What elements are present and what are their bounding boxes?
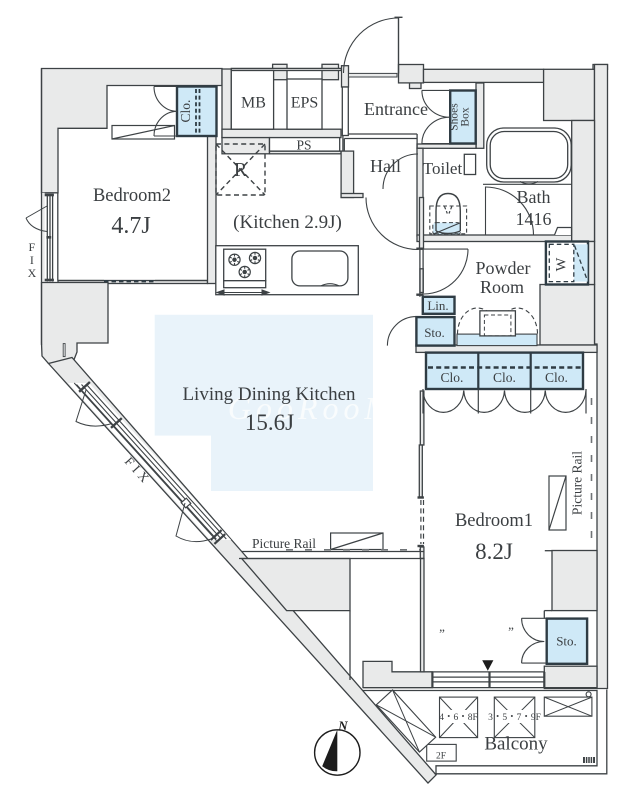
svg-text:R: R	[234, 159, 248, 181]
svg-text:GooRooM: GooRooM	[228, 390, 396, 426]
svg-text:”: ”	[508, 624, 514, 639]
svg-text:Clo.: Clo.	[441, 370, 464, 385]
svg-text:Bath: Bath	[517, 187, 551, 207]
svg-text:3・5・7・9F: 3・5・7・9F	[488, 713, 541, 723]
svg-text:X: X	[28, 266, 37, 280]
svg-text:Room: Room	[480, 277, 524, 297]
svg-text:Bedroom1: Bedroom1	[455, 511, 533, 531]
svg-text:Box: Box	[460, 107, 472, 126]
svg-text:Powder: Powder	[476, 258, 531, 278]
svg-text:Shoes: Shoes	[449, 103, 461, 131]
svg-text:”: ”	[439, 626, 445, 641]
svg-text:Balcony: Balcony	[484, 734, 548, 755]
svg-text:Picture Rail: Picture Rail	[570, 451, 585, 515]
svg-text:2F: 2F	[436, 752, 446, 762]
svg-text:Sto.: Sto.	[424, 325, 445, 340]
svg-text:MB: MB	[241, 95, 266, 112]
svg-text:Clo.: Clo.	[493, 370, 516, 385]
svg-text:Clo.: Clo.	[545, 370, 568, 385]
svg-text:Hall: Hall	[370, 156, 401, 176]
svg-text:Sto.: Sto.	[556, 634, 577, 649]
svg-text:PS: PS	[296, 138, 311, 153]
svg-text:1416: 1416	[516, 209, 552, 229]
svg-text:Clo.: Clo.	[178, 100, 193, 123]
svg-text:W: W	[554, 257, 570, 271]
svg-text:Entrance: Entrance	[364, 99, 428, 119]
svg-text:4・6・8F: 4・6・8F	[439, 713, 478, 723]
svg-text:Toilet: Toilet	[423, 159, 463, 178]
svg-text:(Kitchen 2.9J): (Kitchen 2.9J)	[233, 212, 342, 233]
svg-text:Living Dining Kitchen: Living Dining Kitchen	[182, 384, 356, 405]
svg-text:4.7J: 4.7J	[111, 213, 150, 239]
svg-text:F: F	[29, 240, 36, 254]
svg-text:Lin.: Lin.	[427, 298, 448, 313]
svg-text:EPS: EPS	[291, 95, 319, 112]
svg-text:Bedroom2: Bedroom2	[93, 186, 171, 206]
svg-text:N: N	[337, 718, 348, 733]
svg-text:I: I	[30, 253, 34, 267]
svg-text:8.2J: 8.2J	[475, 539, 513, 564]
svg-text:15.6J: 15.6J	[245, 410, 294, 435]
svg-text:Picture Rail: Picture Rail	[252, 536, 316, 551]
